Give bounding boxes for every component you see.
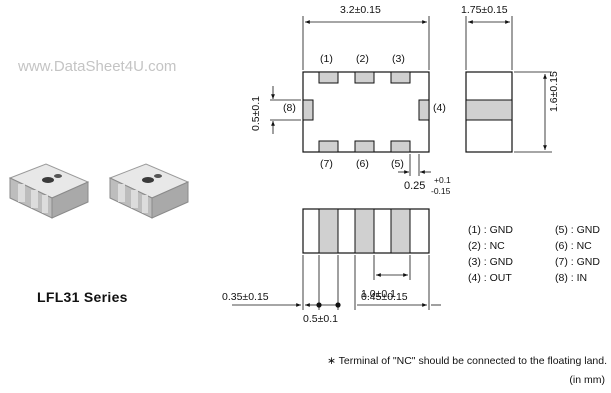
top-view-body xyxy=(302,71,430,153)
pad-6 xyxy=(354,140,375,153)
pin-number-8: (8) xyxy=(283,102,296,114)
pin-entry: (1) : GND xyxy=(468,224,513,236)
height-dim-label: 1.6±0.15 xyxy=(548,71,560,112)
pin-number-4: (4) xyxy=(433,102,446,114)
pin-entry: (6) : NC xyxy=(555,240,592,252)
terminal-width-label: 0.5±0.1 xyxy=(303,313,338,325)
watermark-text: www.DataSheet4U.com xyxy=(18,58,177,75)
terminal-note: ∗ Terminal of "NC" should be connected t… xyxy=(327,355,607,367)
chip-photo-right xyxy=(108,163,190,219)
pitch-dim-label: 1.0±0.1 xyxy=(361,288,396,300)
pin-table-right: (5) : GND (6) : NC (7) : GND (8) : IN xyxy=(555,222,600,286)
right-margin-label: 0.45±0.15 xyxy=(361,291,408,303)
thickness-dim-label: 1.75±0.15 xyxy=(461,4,508,16)
pin-entry: (3) : GND xyxy=(468,256,513,268)
pad-offset-sup: +0.1 xyxy=(434,175,451,185)
pad-offset-label: 0.25 xyxy=(404,180,426,192)
side-view-terminal xyxy=(465,99,513,121)
width-dim-label: 3.2±0.15 xyxy=(340,4,381,16)
chip-photo-left xyxy=(8,163,90,219)
pin-number-1: (1) xyxy=(320,53,333,65)
unit-label: (in mm) xyxy=(569,374,605,386)
pin-number-7: (7) xyxy=(320,158,333,170)
pin-number-3: (3) xyxy=(392,53,405,65)
pin-entry: (2) : NC xyxy=(468,240,505,252)
series-label: LFL31 Series xyxy=(37,289,128,305)
pin-number-2: (2) xyxy=(356,53,369,65)
pad-8 xyxy=(302,99,314,121)
pad-5 xyxy=(390,140,411,153)
pad-4 xyxy=(418,99,430,121)
side-pad-dim-label: 0.5±0.1 xyxy=(250,96,262,131)
left-margin-label: 0.35±0.15 xyxy=(222,291,269,303)
pad-1 xyxy=(318,71,339,84)
pin-table-left: (1) : GND (2) : NC (3) : GND (4) : OUT xyxy=(468,222,513,286)
pin-entry: (5) : GND xyxy=(555,224,600,236)
pad-offset-sub: -0.15 xyxy=(431,186,451,196)
pin-number-5: (5) xyxy=(391,158,404,170)
pin-entry: (8) : IN xyxy=(555,272,588,284)
pin-entry: (7) : GND xyxy=(555,256,600,268)
pin-number-6: (6) xyxy=(356,158,369,170)
pin-entry: (4) : OUT xyxy=(468,272,512,284)
pad-7 xyxy=(318,140,339,153)
pad-2 xyxy=(354,71,375,84)
pad-3 xyxy=(390,71,411,84)
